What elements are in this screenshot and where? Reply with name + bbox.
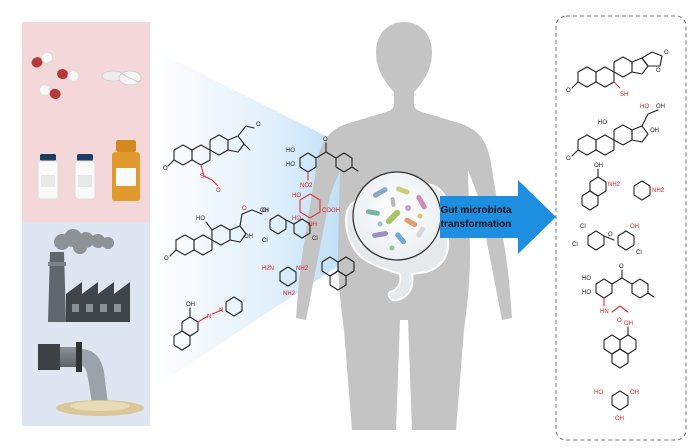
atom-label: O — [619, 264, 624, 270]
molecule-cortisol — [169, 209, 263, 257]
atom-label: SH — [620, 92, 628, 98]
molecule-azo-dye — [173, 296, 243, 351]
atom-label: S — [200, 174, 204, 180]
atom-label: OH — [615, 416, 624, 422]
atom-label: OH — [594, 163, 603, 169]
atom-label: OH — [308, 222, 317, 228]
product-aminonaphthol — [581, 168, 607, 211]
atom-label: HO — [196, 216, 205, 222]
atom-label: HO — [286, 148, 295, 154]
environment-panel — [22, 222, 150, 426]
transformation-arrow: Gut microbiota transformation — [440, 180, 556, 254]
atom-label: Cl — [572, 242, 578, 248]
atom-label: O — [216, 188, 221, 194]
product-aniline — [633, 180, 651, 201]
atom-label: N — [207, 314, 211, 320]
atom-label: O — [566, 156, 571, 162]
atom-label: NH2 — [652, 188, 665, 194]
product-cortisol — [571, 109, 659, 157]
atom-label: HO — [640, 104, 649, 110]
product-hydroxypyrene — [603, 326, 637, 369]
atom-label: OH — [650, 128, 659, 134]
molecule-tolcapone — [299, 142, 359, 181]
molecule-spironolactone — [167, 125, 255, 187]
atom-label: O — [256, 122, 261, 128]
bacteria-circle-icon — [352, 171, 442, 261]
atom-label: OH — [630, 390, 639, 396]
atom-label: O — [664, 50, 669, 56]
atom-label: Cl — [312, 236, 318, 242]
atom-label: COOH — [322, 208, 340, 214]
arrow-label-line1: Gut microbiota — [440, 205, 512, 216]
arrow-label-line2: transformation — [441, 219, 512, 230]
smoke-icon — [54, 229, 114, 254]
atom-label: NH2 — [296, 266, 309, 272]
atom-label: OH — [630, 224, 639, 230]
atom-label: HO — [594, 390, 603, 396]
atom-label: N — [219, 308, 223, 314]
atom-label: OH — [244, 234, 253, 240]
atom-label: H2N — [262, 266, 274, 272]
transfer-cone — [150, 48, 390, 390]
atom-label: HO — [292, 216, 301, 222]
sewage-pipe-icon — [38, 342, 144, 416]
product-cyanuric-acid — [611, 390, 629, 411]
molecule-triclosan — [269, 214, 311, 239]
atom-label: HO — [582, 290, 591, 296]
atom-label: NH2 — [283, 291, 296, 297]
atom-label: NH2 — [608, 182, 621, 188]
atom-label: Cl — [580, 224, 586, 230]
molecule-pyrene — [321, 256, 355, 291]
atom-label: HN — [600, 309, 609, 315]
atom-label: OH — [260, 208, 269, 214]
product-acetamide — [595, 269, 655, 313]
atom-label: HO — [286, 162, 295, 168]
product-triclosan — [587, 230, 635, 251]
capsule-icon — [31, 51, 80, 100]
medicine-bottle-icon — [112, 140, 140, 201]
molecule-glucuronide — [299, 193, 321, 219]
atom-label: O — [608, 232, 613, 238]
atom-label: O — [323, 137, 328, 143]
atom-label: O — [242, 206, 247, 212]
atom-label: OH — [624, 321, 633, 327]
atom-label: O — [656, 68, 661, 74]
product-thiol-steroid — [571, 51, 663, 89]
atom-label: Cl — [636, 250, 642, 256]
atom-label: OH — [186, 302, 195, 308]
tablet-icon — [101, 70, 142, 86]
atom-label: OH — [656, 104, 665, 110]
atom-label: HO — [582, 276, 591, 282]
products-panel — [555, 15, 687, 441]
atom-label: Cl — [262, 238, 268, 244]
atom-label: O — [163, 166, 168, 172]
atom-label: Cl — [262, 208, 268, 214]
factory-icon — [48, 252, 130, 322]
atom-label: HO — [598, 120, 607, 126]
pharmaceutical-panel — [22, 22, 150, 222]
atom-label: HO — [292, 193, 301, 199]
molecule-melamine — [279, 266, 297, 287]
atom-label: NO2 — [300, 183, 313, 189]
vial-icon — [37, 154, 96, 200]
atom-label: O — [617, 318, 622, 324]
atom-label: O — [164, 256, 169, 262]
atom-label: O — [566, 88, 571, 94]
